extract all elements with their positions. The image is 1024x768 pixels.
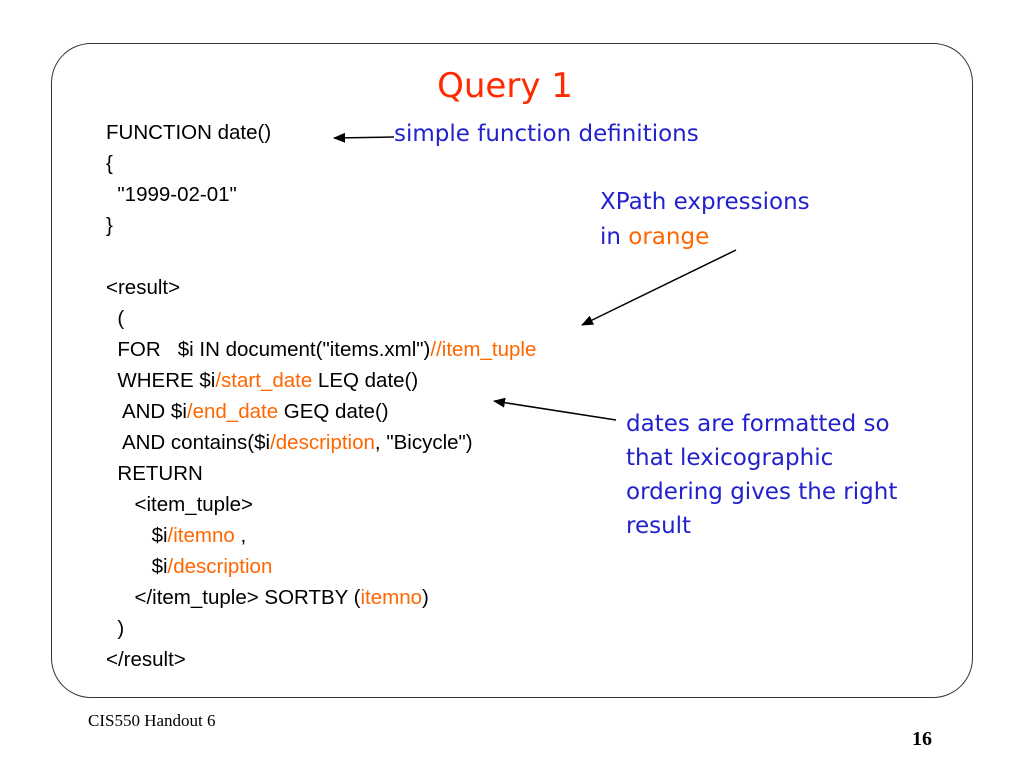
xpath-end-date: /end_date: [186, 400, 279, 423]
code-where-text: WHERE $i: [106, 369, 216, 392]
note-simple-functions: simple function definitions: [394, 121, 699, 147]
code-return-line: RETURN: [106, 462, 203, 485]
note-xpath-line1: XPath expressions: [600, 189, 810, 215]
arrow-to-xpath: [581, 249, 737, 326]
xpath-start-date: /start_date: [215, 369, 313, 392]
note-xpath-in: in: [600, 224, 629, 250]
code-function-line: FUNCTION date(): [106, 121, 272, 144]
xpath-description: /description: [270, 431, 375, 454]
code-geq-text: GEQ date(): [278, 400, 389, 423]
arrow-to-function: [333, 132, 395, 143]
code-result-close: </result>: [106, 648, 186, 671]
xpath-item-tuple: //item_tuple: [430, 338, 537, 361]
footer-handout: CIS550 Handout 6: [88, 711, 216, 730]
code-close-brace: }: [106, 214, 113, 237]
note-xpath-orange: orange: [628, 224, 710, 250]
code-and-end-line: AND $i/end_date GEQ date(): [106, 396, 389, 427]
code-contains-text: AND contains($i: [106, 431, 271, 454]
code-where-line: WHERE $i/start_date LEQ date(): [106, 365, 418, 396]
code-leq-text: LEQ date(): [312, 369, 419, 392]
note-dates-formatted: dates are formatted so that lexicographi…: [626, 411, 898, 539]
code-var-i-2: $i: [106, 555, 168, 578]
code-paren-close: ): [106, 617, 125, 640]
page-number: 16: [912, 728, 932, 750]
code-sortby-text: </item_tuple> SORTBY (: [106, 586, 361, 609]
xpath-itemno-sort: itemno: [360, 586, 422, 609]
code-for-text: FOR $i IN document("items.xml"): [106, 338, 431, 361]
code-result-open: <result>: [106, 276, 181, 299]
code-paren-open: (: [106, 307, 125, 330]
code-date-literal: "1999-02-01": [106, 183, 237, 206]
code-bicycle-text: , "Bicycle"): [374, 431, 473, 454]
code-item-tuple-open: <item_tuple>: [106, 493, 254, 516]
code-and-text: AND $i: [106, 400, 187, 423]
code-comma: ,: [234, 524, 247, 547]
code-for-line: FOR $i IN document("items.xml")//item_tu…: [106, 334, 536, 365]
code-contains-line: AND contains($i/description, "Bicycle"): [106, 427, 473, 458]
arrow-to-dates: [493, 397, 617, 421]
slide-title: Query 1: [437, 66, 573, 106]
code-sortby-close: ): [422, 586, 429, 609]
code-itemno-line: $i/itemno ,: [106, 520, 247, 551]
code-description-line: $i/description: [106, 551, 273, 582]
xpath-description-2: /description: [167, 555, 273, 578]
xpath-itemno: /itemno: [167, 524, 235, 547]
code-open-brace: {: [106, 152, 113, 175]
note-xpath-line2: in orange: [600, 220, 709, 254]
slide-frame: [51, 43, 973, 698]
code-var-i: $i: [106, 524, 168, 547]
code-sortby-line: </item_tuple> SORTBY (itemno): [106, 582, 429, 613]
